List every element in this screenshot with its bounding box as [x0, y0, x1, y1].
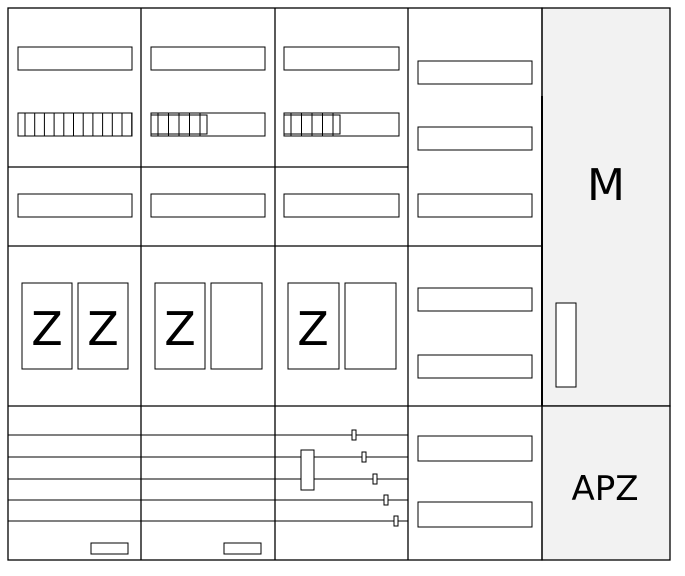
meter-panel-slot — [555, 302, 577, 388]
apz-panel-label: APZ — [571, 469, 638, 509]
meter-slot-col2-b — [210, 282, 263, 370]
meter-label-col2-a: Z — [164, 302, 196, 356]
meter-slot-col3-a — [287, 282, 340, 370]
top-bar-col1 — [17, 46, 133, 71]
col4-bar-7 — [417, 501, 533, 528]
breaker-rail-col3 — [283, 112, 400, 137]
col4-bar-4 — [417, 287, 533, 312]
bottom-rails — [8, 434, 408, 522]
meter-slot-col1-a — [21, 282, 73, 370]
meter-panel-label: M — [587, 160, 625, 211]
bottom-slot-col2 — [223, 542, 262, 555]
terminal-block — [300, 449, 315, 491]
breaker-rail-col1 — [17, 112, 133, 137]
col4-bar-2 — [417, 126, 533, 151]
top-bar-col2 — [150, 46, 266, 71]
breaker-rail-col2 — [150, 112, 266, 137]
meter-slot-col2-a — [154, 282, 206, 370]
apz-panel — [541, 405, 671, 561]
col4-bar-5 — [417, 354, 533, 379]
meter-slot-col1-b — [77, 282, 129, 370]
bottom-slot-col1 — [90, 542, 129, 555]
col4-bar-3 — [417, 193, 533, 218]
top-bar-col3 — [283, 46, 400, 71]
mid-bar-col2 — [150, 193, 266, 218]
mid-bar-col1 — [17, 193, 133, 218]
meter-label-col1-b: Z — [87, 302, 119, 356]
col4-bar-6 — [417, 435, 533, 462]
meter-slot-col3-b — [344, 282, 397, 370]
col4-bar-1 — [417, 60, 533, 85]
mid-bar-col3 — [283, 193, 400, 218]
meter-label-col3-a: Z — [297, 302, 329, 356]
meter-label-col1-a: Z — [31, 302, 63, 356]
terminal-markers — [351, 429, 399, 527]
